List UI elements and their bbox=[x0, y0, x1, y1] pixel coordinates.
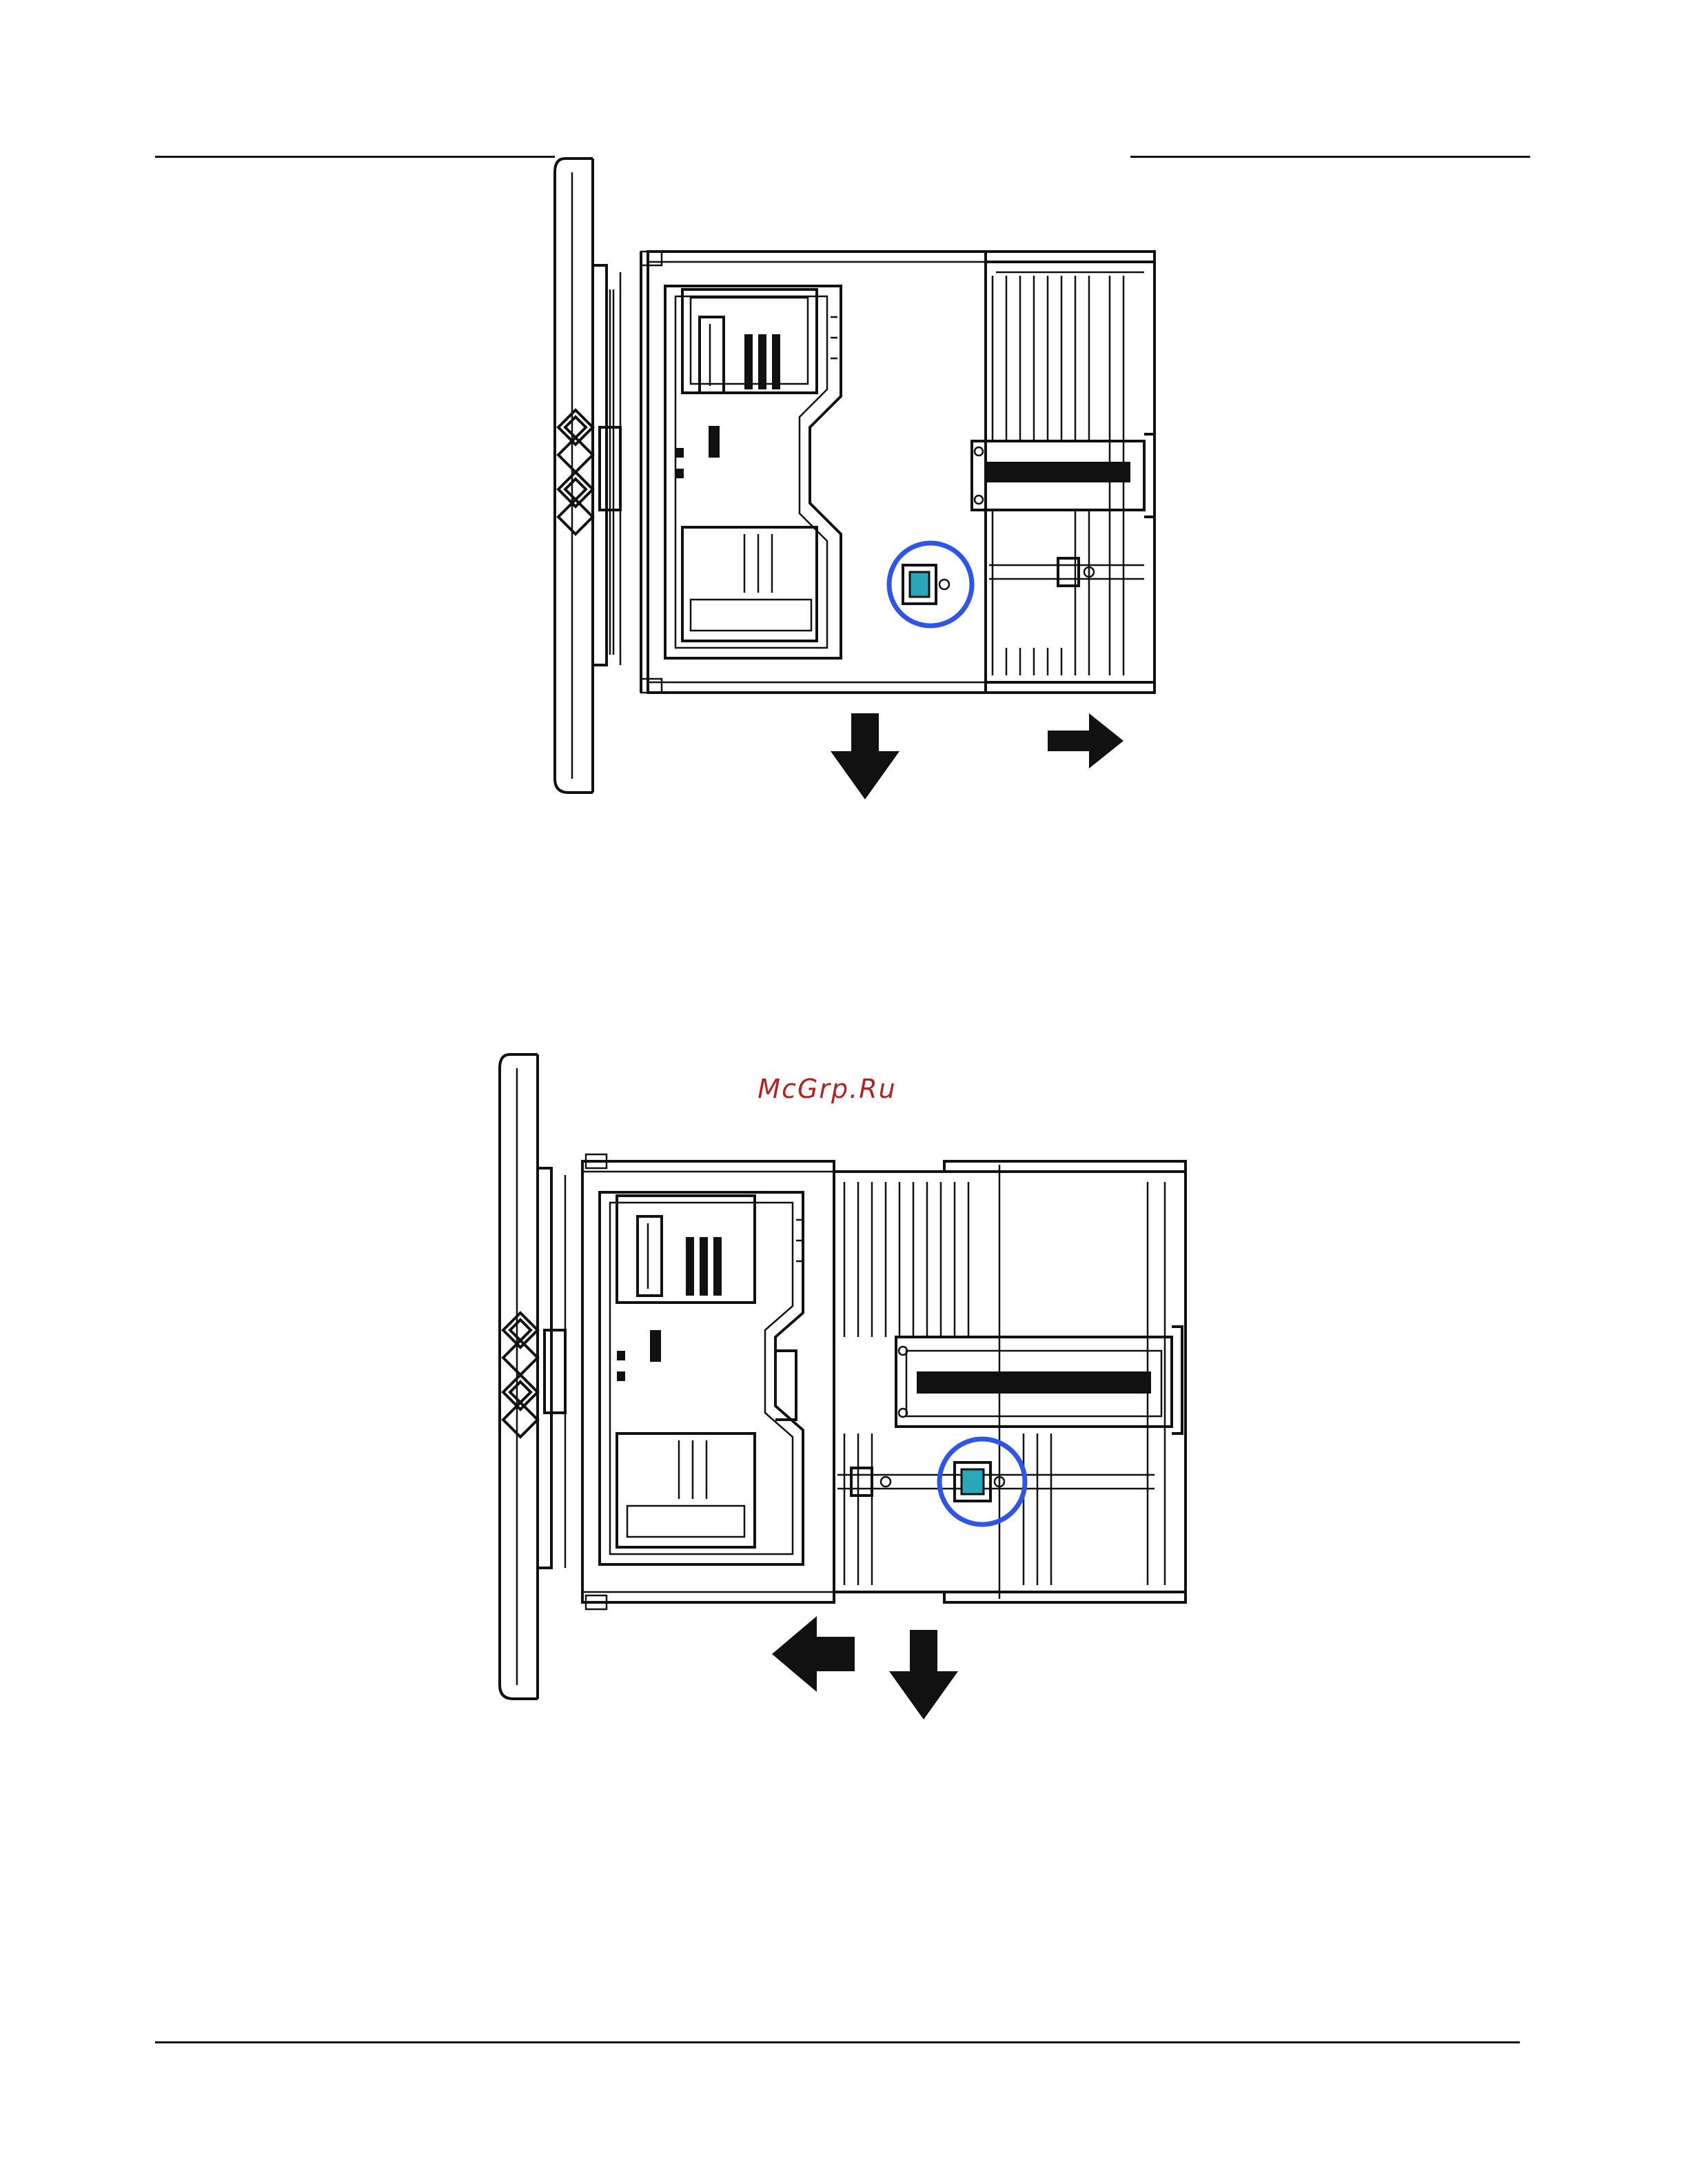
arrow-down-icon bbox=[889, 1630, 958, 1719]
tray-extension bbox=[889, 252, 1155, 693]
tray-front-plate bbox=[500, 1054, 565, 1699]
tray-front-plate bbox=[555, 159, 620, 793]
arrow-right-icon bbox=[1048, 713, 1123, 768]
release-latch bbox=[903, 565, 949, 604]
footer-rule bbox=[155, 2041, 1520, 2043]
header-rule-left bbox=[155, 156, 555, 158]
release-latch bbox=[955, 1462, 1004, 1501]
diamond-arrow-icon bbox=[558, 472, 593, 534]
diamond-arrow-icon bbox=[503, 1313, 538, 1375]
diamond-arrow-icon bbox=[558, 410, 593, 472]
tray-extension bbox=[775, 1161, 1186, 1602]
tray-figure-bottom bbox=[493, 1048, 1196, 1709]
header-rule-right bbox=[1130, 156, 1530, 158]
diamond-arrow-icon bbox=[503, 1375, 538, 1437]
arrow-left-icon bbox=[772, 1616, 855, 1692]
tray-figure-top bbox=[545, 152, 1165, 813]
arrow-down-icon bbox=[831, 713, 899, 799]
